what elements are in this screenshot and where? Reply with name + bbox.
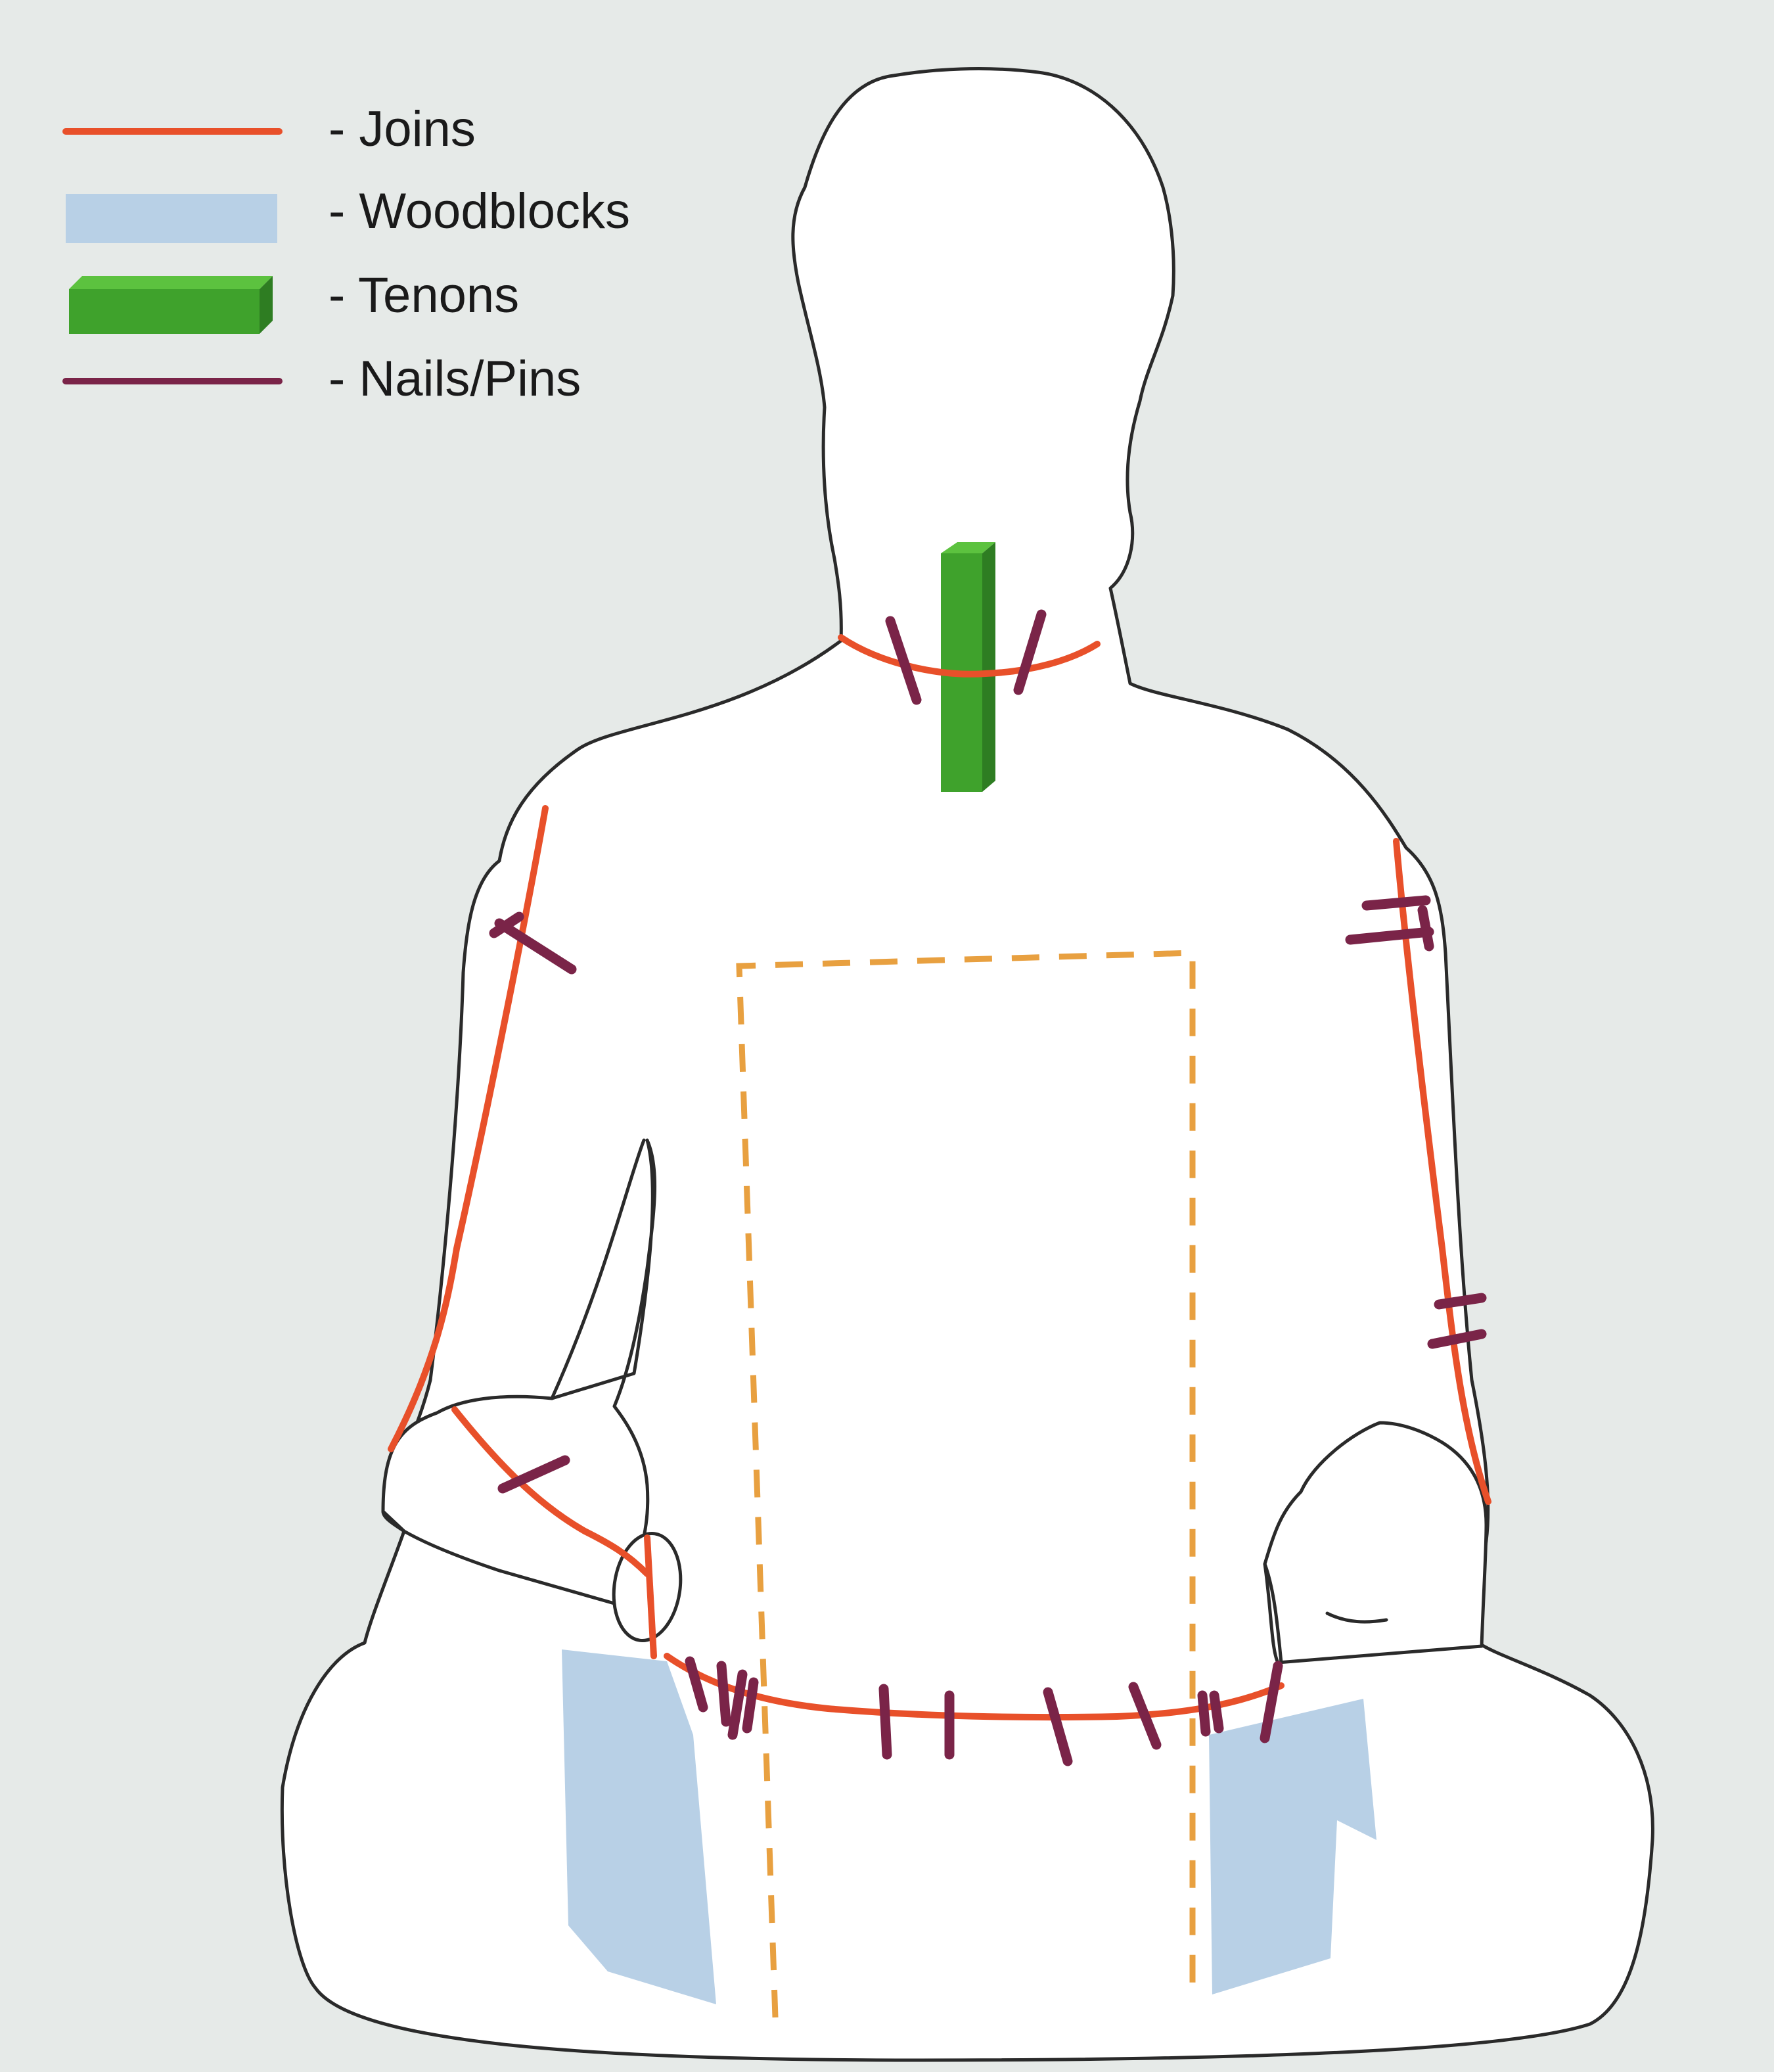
cavity-dashed-line bbox=[736, 950, 1196, 2018]
nail-lap-1 bbox=[685, 1656, 708, 1713]
nail-lap-2 bbox=[716, 1661, 731, 1727]
nail-neck-right bbox=[1013, 609, 1047, 695]
nail-right-elbow-a bbox=[1434, 1293, 1487, 1310]
neck-join bbox=[838, 634, 1101, 678]
nail-right-shoulder-a bbox=[1361, 895, 1431, 911]
right-hand-outline bbox=[1263, 1421, 1488, 1665]
legend-woodblocks-swatch bbox=[66, 194, 277, 243]
nail-neck-left bbox=[885, 616, 922, 705]
nail-lap-9 bbox=[1197, 1690, 1211, 1737]
woodblocks bbox=[562, 1649, 1376, 2004]
tenon-top bbox=[941, 542, 995, 553]
tenon-side bbox=[982, 542, 995, 792]
woodblock-left bbox=[562, 1649, 716, 2004]
nail-left-forearm bbox=[497, 1455, 570, 1494]
left-forearm-join bbox=[451, 1406, 650, 1577]
nail-lap-4 bbox=[742, 1677, 759, 1734]
nail-lap-8 bbox=[1128, 1682, 1162, 1750]
nail-left-shoulder-a bbox=[494, 918, 577, 975]
nail-right-elbow-b bbox=[1427, 1329, 1487, 1349]
tenon-block bbox=[941, 542, 995, 792]
hollow-cavity-outline bbox=[736, 950, 1196, 2018]
left-inner-arm-line bbox=[550, 1138, 646, 1400]
forearm-end-join bbox=[644, 1534, 657, 1659]
joins bbox=[388, 634, 1491, 1721]
nail-left-shoulder-b bbox=[489, 911, 524, 938]
arm-crease-lines bbox=[550, 1138, 1388, 1665]
legend-nails-label: - Nails/Pins bbox=[329, 351, 581, 407]
right-shoulder-join bbox=[1393, 838, 1491, 1505]
nail-right-shoulder-b bbox=[1345, 927, 1434, 945]
nail-lap-10 bbox=[1209, 1690, 1224, 1734]
legend-woodblocks-label: - Woodblocks bbox=[329, 183, 630, 239]
legend: - Joins - Woodblocks - Tenons - Nails/Pi… bbox=[62, 101, 630, 407]
nail-lap-5 bbox=[878, 1684, 892, 1760]
nail-lap-3 bbox=[727, 1669, 748, 1740]
legend-tenons-swatch bbox=[69, 276, 273, 334]
nails-pins bbox=[489, 609, 1487, 1766]
nail-lap-11 bbox=[1260, 1661, 1283, 1743]
legend-joins-label: - Joins bbox=[329, 101, 476, 157]
nail-right-shoulder-c bbox=[1417, 905, 1434, 952]
legend-tenons-label: - Tenons bbox=[329, 267, 519, 323]
woodblock-right bbox=[1209, 1699, 1376, 1994]
right-hand-crease bbox=[1325, 1611, 1388, 1624]
left-shoulder-join bbox=[388, 805, 549, 1452]
nail-lap-7 bbox=[1043, 1687, 1073, 1766]
right-inner-arm-line bbox=[1263, 1562, 1283, 1665]
statue-silhouette bbox=[280, 67, 1654, 2062]
